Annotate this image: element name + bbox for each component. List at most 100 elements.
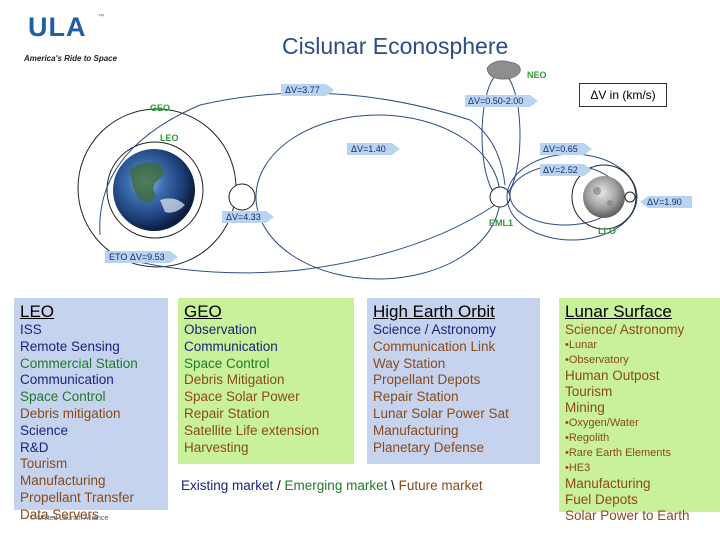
panel-list-item: Mining: [565, 400, 605, 415]
dv-label-eml1-llo-b: ΔV=2.52: [543, 165, 578, 175]
dv-label-llo-surface: ΔV=1.90: [647, 197, 682, 207]
moon-crater: [607, 200, 613, 206]
panel-list-item: Tourism: [565, 384, 613, 399]
copyright-text: © United Launch Alliance: [30, 515, 109, 522]
logo-trademark: ™: [98, 14, 104, 20]
panel-list-item: •Rare Earth Elements: [565, 447, 671, 459]
panel-list-item: Manufacturing: [20, 473, 106, 489]
panel-list-item: Propellant Depots: [373, 372, 481, 388]
dv-callout-geo-eml1: ΔV=1.40: [347, 143, 400, 155]
panel-list-item: Propellant Transfer: [20, 489, 135, 505]
panel-list-item: •HE3: [565, 462, 591, 474]
panel-list-item: Debris mitigation: [20, 405, 121, 421]
panel-list-item: Manufacturing: [373, 422, 459, 438]
panel-list-item: Communication Link: [373, 338, 496, 354]
llo-orbit: [571, 164, 637, 230]
transfer-arc-lower: [109, 204, 496, 274]
panel-list-item: Way Station: [373, 355, 446, 371]
panel-list-item: Planetary Defense: [373, 439, 485, 455]
panel-title-lunar: Lunar Surface: [565, 302, 672, 321]
dv-callout-neo-eml1: ΔV=0.50-2.00: [465, 95, 538, 107]
moon-crater: [593, 187, 601, 195]
moon-image: [583, 176, 625, 218]
dv-callout-geo-neo: ΔV=3.77: [281, 84, 334, 96]
panel-list-item: Communication: [184, 338, 278, 354]
legend-separator: /: [273, 478, 285, 493]
node-label-leo: LEO: [160, 133, 179, 143]
legend-future: Future market: [398, 478, 483, 493]
panel-list-item: Science / Astronomy: [373, 322, 497, 337]
dv-callout-eto: ETO ΔV=9.53: [105, 251, 178, 263]
dv-label-eto: ETO ΔV=9.53: [109, 252, 165, 262]
panel-list-item: Manufacturing: [565, 476, 651, 491]
panel-list-item: Communication: [20, 372, 114, 388]
panel-list-item: Observation: [184, 322, 257, 337]
transfer-ellipse-geo-eml1: [255, 114, 501, 280]
delta-v-unit-legend: ΔV in (km/s): [579, 83, 667, 107]
node-label-llo: LLO: [598, 226, 616, 236]
panel-list-item: Repair Station: [184, 405, 270, 421]
panel-list-item: •Oxygen/Water: [565, 417, 639, 429]
lunar-landing-node: [624, 191, 636, 203]
panel-list-item: Tourism: [20, 456, 68, 472]
panel-list-item: Satellite Life extension: [184, 422, 320, 438]
panel-title-geo: GEO: [184, 302, 222, 321]
dv-callout-llo-surface: ΔV=1.90: [640, 196, 692, 208]
dv-label-geo-neo: ΔV=3.77: [285, 85, 320, 95]
panel-list-item: R&D: [20, 439, 49, 455]
logo-tagline: America's Ride to Space: [24, 54, 118, 63]
node-label-neo: NEO: [527, 70, 547, 80]
panel-list-item: Lunar Solar Power Sat: [373, 405, 509, 421]
panel-list-item: Commercial Station: [20, 355, 138, 371]
asteroid-image: [486, 60, 521, 80]
panel-list-item: Human Outpost: [565, 368, 660, 383]
panel-list-item: Debris Mitigation: [184, 372, 285, 388]
panel-list-item: Space Control: [184, 355, 270, 371]
dv-callout-leo-geo: ΔV=4.33: [222, 211, 274, 223]
panel-list-item: Solar Power to Earth: [565, 508, 690, 523]
node-label-eml1: EML1: [489, 218, 513, 228]
panel-list-item: •Observatory: [565, 354, 629, 366]
panel-title-heo: High Earth Orbit: [373, 302, 495, 321]
panel-list-item: Science/ Astronomy: [565, 322, 685, 337]
legend-existing: Existing market: [181, 478, 274, 493]
panel-list-item: •Lunar: [565, 339, 597, 351]
neo-loop: [481, 72, 521, 198]
earth-clouds: [160, 198, 185, 213]
ula-logo: ULA: [28, 12, 87, 42]
panel-lunar-surface: Lunar Surface Science/ Astronomy •Lunar •O…: [559, 298, 720, 523]
cislunar-diagram: GEO LEO NEO EML1 LLO ETO ΔV=9.53 ΔV=4.33…: [77, 60, 692, 280]
page-title: Cislunar Econosphere: [282, 33, 509, 59]
earth-landmass: [130, 162, 164, 203]
legend-emerging: Emerging market: [284, 478, 388, 493]
dv-callout-eml1-llo-a: ΔV=0.65: [540, 143, 592, 155]
earth-image: [113, 149, 195, 231]
dv-label-geo-eml1: ΔV=1.40: [351, 144, 386, 154]
panel-list-item: ISS: [20, 322, 42, 337]
leo-orbit: [106, 141, 204, 239]
panel-list-item: Remote Sensing: [20, 338, 120, 354]
panel-list-item: Space Control: [20, 389, 106, 405]
panel-list-item: Harvesting: [184, 439, 249, 455]
panel-list-item: Data Servers: [20, 506, 99, 522]
legend-separator: \: [387, 478, 399, 493]
panel-list-item: •Regolith: [565, 432, 610, 444]
panel-list-item: Repair Station: [373, 389, 459, 405]
market-legend: Existing market / Emerging market \ Futu…: [181, 478, 483, 493]
dv-label-leo-geo: ΔV=4.33: [226, 212, 261, 222]
dv-label-eml1-llo-a: ΔV=0.65: [543, 144, 578, 154]
panel-title-leo: LEO: [20, 302, 55, 321]
node-label-geo: GEO: [150, 103, 170, 113]
panel-list-item: Fuel Depots: [565, 492, 638, 507]
geo-waypoint: [228, 183, 256, 211]
panel-list-item: Science: [20, 422, 69, 438]
dv-callout-eml1-llo-b: ΔV=2.52: [540, 164, 592, 176]
dv-label-neo-eml1: ΔV=0.50-2.00: [468, 96, 523, 106]
